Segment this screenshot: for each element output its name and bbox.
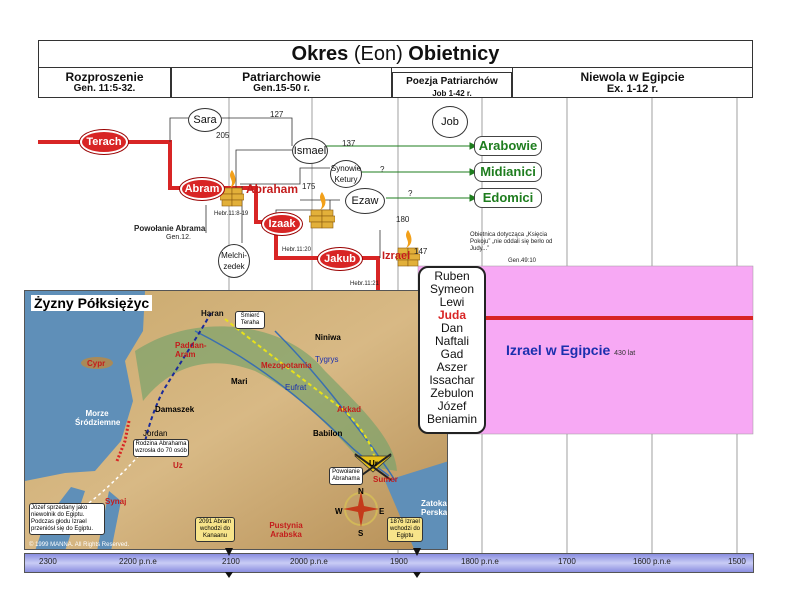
compass-e: E xyxy=(379,507,385,516)
compass-n: N xyxy=(358,487,364,496)
years-label: 127 xyxy=(270,110,284,119)
fertile-crescent-map: Żyzny Półksiężyc Haran Śmierć Teraha Nin… xyxy=(24,290,448,550)
map-copyright: © 1999 MANNA. All Rights Reserved. xyxy=(29,542,130,548)
compass-s: S xyxy=(358,529,364,538)
altar-icon xyxy=(219,168,245,208)
years-label: 180 xyxy=(396,215,410,224)
map-label: Synaj xyxy=(105,497,127,506)
timeline-bar: 2300 2200 p.n.e 2100 2000 p.n.e 1900 180… xyxy=(24,553,754,573)
obietnica-note: Obietnica dotycząca „Księcia Pokoju” „ni… xyxy=(470,232,553,252)
powolanie-ref: Gen.12. xyxy=(166,234,191,241)
node-job: Job xyxy=(432,106,468,138)
unknown-years: ? xyxy=(380,165,385,174)
map-label: Józef sprzedany jako niewolnik do Egiptu… xyxy=(29,503,105,535)
altar-icon xyxy=(395,228,421,268)
timeline-tick: 2200 p.n.e xyxy=(119,557,157,566)
node-ismael: Ismael xyxy=(292,138,328,164)
map-label: Cypr xyxy=(87,359,106,368)
egypt-label: Izrael w Egipcie 430 lat xyxy=(506,342,636,358)
ref-heb-11-21: Hebr.11:21 xyxy=(350,281,379,287)
map-label: Zatoka Perska xyxy=(421,499,448,517)
tribe: Aszer xyxy=(436,360,468,374)
obietnica-ref: Gen.49:10 xyxy=(508,258,537,264)
map-title: Żyzny Półksiężyc xyxy=(31,295,153,311)
node-abram: Abram xyxy=(180,178,224,200)
years-label: 147 xyxy=(414,247,428,256)
map-label: Tygrys xyxy=(315,355,339,364)
powolanie-abrama: Powołanie Abrama xyxy=(134,224,206,233)
node-terach: Terach xyxy=(80,130,128,154)
map-label: Sumer xyxy=(373,475,398,484)
ref-heb-11-20: Hebr.11:20 xyxy=(282,247,311,253)
map-label: Ur xyxy=(369,459,378,468)
map-label: Śmierć Teraha xyxy=(235,311,265,329)
tribe: Symeon xyxy=(429,282,475,296)
tribe: Beniamin xyxy=(426,412,478,426)
timeline-tick: 1900 xyxy=(390,557,408,566)
years-label: 205 xyxy=(216,131,230,140)
map-label: Morze Śródziemne xyxy=(75,409,121,427)
map-label: Mari xyxy=(231,377,248,386)
map-label: Haran xyxy=(201,309,224,318)
map-label: Rodzina Abrahama wzrosła do 70 osób xyxy=(133,439,189,457)
node-jakub: Jakub xyxy=(318,248,362,270)
timeline-markers xyxy=(225,548,421,578)
label-abraham: Abraham xyxy=(246,182,299,196)
map-label: Powołanie Abrahama xyxy=(329,467,363,485)
tribe: Lewi xyxy=(439,295,465,309)
map-label: Babilon xyxy=(313,429,343,438)
timeline-tick: 2300 xyxy=(39,557,57,566)
map-label: Niniwa xyxy=(315,333,341,342)
page-title: Okres (Eon) Obietnicy xyxy=(38,40,753,68)
altar-icon xyxy=(308,190,336,230)
tribe: Józef xyxy=(437,399,467,413)
map-label: Akkad xyxy=(337,405,362,414)
node-ezaw: Ezaw xyxy=(345,188,385,214)
timeline-tick: 2000 p.n.e xyxy=(290,557,328,566)
nation-edomici: Edomici xyxy=(474,188,542,208)
tribe: Naftali xyxy=(434,334,469,348)
tribe: Zebulon xyxy=(430,386,474,400)
map-label: Pustynia Arabska xyxy=(269,521,303,539)
node-sara: Sara xyxy=(188,108,222,132)
tribe: Ruben xyxy=(434,269,470,283)
timeline-tick: 1600 p.n.e xyxy=(633,557,671,566)
map-label: Mezopotamia xyxy=(261,361,312,370)
compass-w: W xyxy=(335,507,343,516)
map-label: Uz xyxy=(173,461,183,470)
map-label: Paddan-Aram xyxy=(175,341,207,359)
node-izaak: Izaak xyxy=(262,213,302,235)
tribe: Issachar xyxy=(429,373,475,387)
map-label: Damaszek xyxy=(155,405,195,414)
ref-heb-11-8: Hebr.11:8-19 xyxy=(214,211,249,217)
nation-arabowie: Arabowie xyxy=(474,136,542,156)
tribe: Dan xyxy=(440,321,463,335)
label-izrael: Izrael xyxy=(382,250,411,262)
unknown-years: ? xyxy=(408,189,413,198)
tribe-juda: Juda xyxy=(437,308,466,322)
map-label: Jordan xyxy=(143,429,168,438)
years-label: 137 xyxy=(342,139,356,148)
years-label: 175 xyxy=(302,182,316,191)
timeline-tick: 1800 p.n.e xyxy=(461,557,499,566)
timeline-tick: 1700 xyxy=(558,557,576,566)
tribe: Gad xyxy=(440,347,464,361)
egypt-years: 430 lat xyxy=(614,350,636,357)
map-label: 2091 Abram wchodzi do Kanaanu xyxy=(195,517,235,542)
map-label: 1876 Izrael wchodzi do Egiptu xyxy=(387,517,423,542)
nation-midianici: Midianici xyxy=(474,162,542,182)
timeline-tick: 1500 xyxy=(728,557,746,566)
tribes-box: Ruben Symeon Lewi Juda Dan Naftali Gad A… xyxy=(418,266,486,434)
map-label: Eufrat xyxy=(285,383,307,392)
node-melchizedek: Melchi-zedek xyxy=(218,244,250,278)
node-synowie-ketury: Synowie Ketury xyxy=(330,160,362,188)
timeline-tick: 2100 xyxy=(222,557,240,566)
